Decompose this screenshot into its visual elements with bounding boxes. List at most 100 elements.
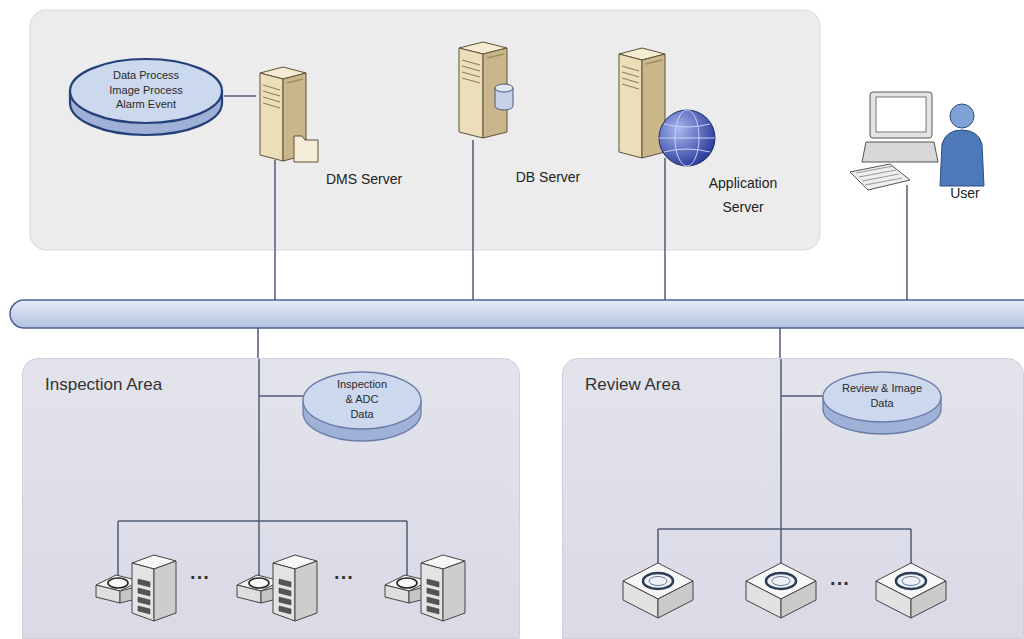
drive-bay — [622, 84, 639, 89]
shape-face — [138, 597, 150, 605]
folder-symbol — [294, 136, 318, 162]
label-box: Application Server — [695, 172, 791, 220]
network-wire — [118, 520, 407, 522]
database-symbol — [495, 84, 513, 92]
icon-picture — [455, 38, 585, 190]
wafer-stage — [397, 578, 417, 588]
shape-face — [443, 561, 465, 621]
review-lens — [766, 573, 796, 589]
drive-bay — [263, 85, 280, 90]
ellipsis-mark: ··· — [830, 572, 850, 595]
drive-bay — [622, 72, 639, 77]
disk-top — [70, 59, 222, 123]
ellipsis-mark: ··· — [334, 566, 354, 589]
drive-bay — [487, 54, 504, 58]
network-wire — [781, 395, 823, 397]
disk-label: Inspection & ADC Data — [333, 377, 391, 422]
drive-bay — [263, 91, 280, 96]
shape-face — [850, 164, 910, 190]
shape-face — [427, 579, 439, 587]
network-wire — [258, 359, 260, 521]
server-label: Application Server — [709, 175, 778, 215]
drive-bay — [622, 66, 639, 71]
drive-bay — [462, 72, 480, 77]
area-title: Review Area — [585, 375, 680, 394]
disk-text-box: Inspection & ADC Data — [301, 371, 423, 428]
drive-bay — [622, 78, 639, 83]
network-wire — [258, 521, 260, 581]
area-panel: Review Area Review & Image Data — [562, 358, 1024, 639]
disk-store: Data Process Image Process Alarm Event — [68, 58, 224, 134]
shape-face — [427, 606, 439, 614]
label-box: DMS Server — [312, 168, 416, 192]
wafer-stage — [108, 578, 128, 588]
server: DB Server — [455, 38, 585, 190]
shape-face — [138, 588, 150, 596]
label-box: User — [936, 182, 994, 206]
review-lens — [643, 573, 673, 589]
shape-face — [154, 561, 176, 621]
disk-top — [823, 372, 941, 422]
drive-bay — [263, 97, 280, 102]
disk-store: Inspection & ADC Data — [301, 371, 423, 440]
screen — [876, 97, 926, 132]
shape-face — [279, 597, 291, 605]
shape-face — [260, 73, 283, 161]
globe-symbol — [664, 124, 710, 152]
shape-face — [295, 561, 317, 621]
network-wire — [406, 521, 408, 581]
icon-picture — [615, 42, 795, 222]
disk-label: Data Process Image Process Alarm Event — [104, 68, 188, 113]
drive-bay — [646, 60, 662, 64]
area-panel: Inspection Area Inspection & ADC Data — [22, 358, 520, 639]
person-head — [950, 104, 974, 128]
shape-face — [427, 597, 439, 605]
review-lens — [649, 577, 667, 586]
network-wire — [259, 395, 303, 397]
area-wiring — [23, 359, 521, 639]
connector-line — [224, 95, 256, 97]
shape-face — [132, 563, 154, 621]
review-lens — [772, 577, 790, 586]
globe-symbol — [659, 110, 715, 166]
network-wire — [658, 528, 911, 530]
disk-label: Review & Image Data — [838, 381, 926, 411]
area-title: Inspection Area — [45, 375, 162, 394]
disk-top — [303, 372, 421, 429]
shape-face — [138, 606, 150, 614]
drive-bay — [462, 60, 480, 65]
label-box: DB Server — [513, 166, 583, 190]
drive-bay — [287, 79, 303, 83]
shape-face — [427, 588, 439, 596]
server-label: DB Server — [516, 169, 581, 185]
globe-symbol — [659, 138, 715, 139]
keyboard-row — [865, 178, 902, 185]
shape-face — [459, 48, 483, 138]
title-box: Review Area — [585, 375, 680, 395]
shape-face — [279, 588, 291, 596]
server: DMS Server — [256, 60, 421, 195]
title-box: Inspection Area — [45, 375, 162, 395]
review-lens — [896, 573, 926, 589]
network-wire — [780, 359, 782, 529]
drive-bay — [263, 103, 280, 108]
wafer-stage — [249, 578, 269, 588]
monitor — [870, 92, 932, 138]
disk-store: Review & Image Data — [821, 371, 943, 433]
disk-text-box: Review & Image Data — [821, 371, 943, 421]
server-panel — [30, 10, 820, 250]
drive-bay — [462, 66, 480, 71]
shape-face — [279, 579, 291, 587]
shape-face — [862, 142, 938, 162]
network-wire — [117, 521, 119, 581]
shape-face — [421, 563, 443, 621]
network-bus — [10, 300, 1024, 328]
ellipsis-mark: ··· — [190, 566, 210, 589]
disk-text-box: Data Process Image Process Alarm Event — [68, 58, 224, 122]
shape-face — [273, 563, 295, 621]
server-label: DMS Server — [326, 171, 402, 187]
drive-bay — [462, 78, 480, 83]
shape-face — [619, 54, 642, 158]
user-workstation: User — [848, 88, 998, 208]
